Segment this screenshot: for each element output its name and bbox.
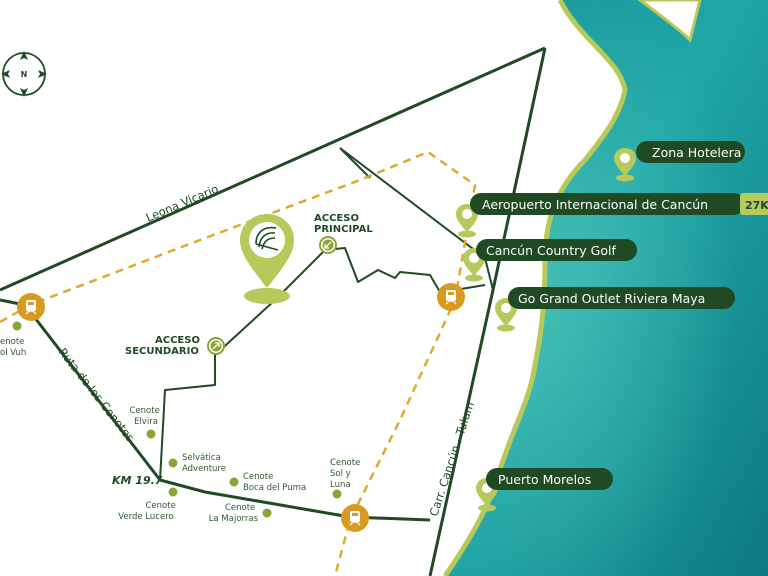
poi-dot-cenote-elvira xyxy=(146,429,156,439)
access-secundario-label: ACCESO xyxy=(155,335,200,346)
cenote-label-sol-vuh: enote ol Vuh xyxy=(0,337,27,358)
poi-dot-selvatica xyxy=(168,458,178,468)
location-pin-icon xyxy=(456,204,478,232)
cenote-label-elvira: Cenote Elvira xyxy=(129,406,162,427)
poi-dot-verde-lucero xyxy=(168,487,178,497)
destination-zona-hotelera[interactable]: Zona Hotelera xyxy=(614,141,745,182)
cenote-label-la-majorras: Cenote La Majorras xyxy=(209,503,259,524)
location-pin-icon xyxy=(614,148,636,176)
poi-dot-sol-vuh xyxy=(12,321,22,331)
train-station-east[interactable] xyxy=(437,283,465,311)
compass-north-letter: N xyxy=(21,70,28,79)
cenote-label-boca-puma: Cenote Boca del Puma xyxy=(243,472,306,493)
road-label-leona-vicario: Leona Vicario xyxy=(144,182,221,225)
train-icon xyxy=(349,511,361,526)
destination-aeropuerto[interactable]: Aeropuerto Internacional de Cancún 27K xyxy=(456,193,768,238)
project-logo-icon xyxy=(255,226,279,251)
train-icon xyxy=(25,300,37,315)
poi-dots xyxy=(12,321,342,518)
cenote-label-selvatica: Selvática Adventure xyxy=(182,453,226,474)
access-principal-label: ACCESO xyxy=(314,213,359,224)
destination-label-zona-hotelera: Zona Hotelera xyxy=(652,145,741,160)
destination-label-puerto-morelos: Puerto Morelos xyxy=(498,472,591,487)
compass-icon: N xyxy=(1,51,47,97)
destination-country-golf[interactable]: Cancún Country Golf xyxy=(463,239,637,282)
destination-label-outlet: Go Grand Outlet Riviera Maya xyxy=(518,291,705,306)
access-secundario-label-2: SECUNDARIO xyxy=(125,346,199,357)
road-label-carr-cancun-tulum: Carr. Cancún - Tulum xyxy=(427,400,477,518)
project-location-marker[interactable] xyxy=(240,214,294,304)
train-icon xyxy=(445,290,457,305)
train-station-west[interactable] xyxy=(17,293,45,321)
access-principal-marker[interactable] xyxy=(319,236,337,254)
access-arrow-icon xyxy=(324,241,332,249)
km-marker: KM 19.7 xyxy=(112,474,163,487)
destination-outlet[interactable]: Go Grand Outlet Riviera Maya xyxy=(495,287,735,332)
access-arrow-icon xyxy=(212,342,220,350)
road-network xyxy=(0,46,547,576)
poi-dot-boca-puma xyxy=(229,477,239,487)
access-principal-label-2: PRINCIPAL xyxy=(314,224,373,235)
poi-dot-la-majorras xyxy=(262,508,272,518)
cenote-label-sol-luna: Cenote Sol y Luna xyxy=(330,458,363,490)
cenote-label-verde-lucero: Cenote Verde Lucero xyxy=(118,501,178,522)
destination-label-country-golf: Cancún Country Golf xyxy=(486,243,616,258)
road-leona-vicario xyxy=(0,46,546,292)
island-tip xyxy=(637,0,702,43)
destination-label-aeropuerto: Aeropuerto Internacional de Cancún xyxy=(482,197,708,212)
train-station-south[interactable] xyxy=(341,504,369,532)
road-label-ruta-cenotes: Ruta de los Cenotes xyxy=(56,345,138,444)
access-secundario-marker[interactable] xyxy=(207,337,225,355)
poi-dot-sol-luna xyxy=(332,489,342,499)
distance-badge-aeropuerto: 27K xyxy=(745,199,768,212)
destination-puerto-morelos[interactable]: Puerto Morelos xyxy=(476,468,613,512)
